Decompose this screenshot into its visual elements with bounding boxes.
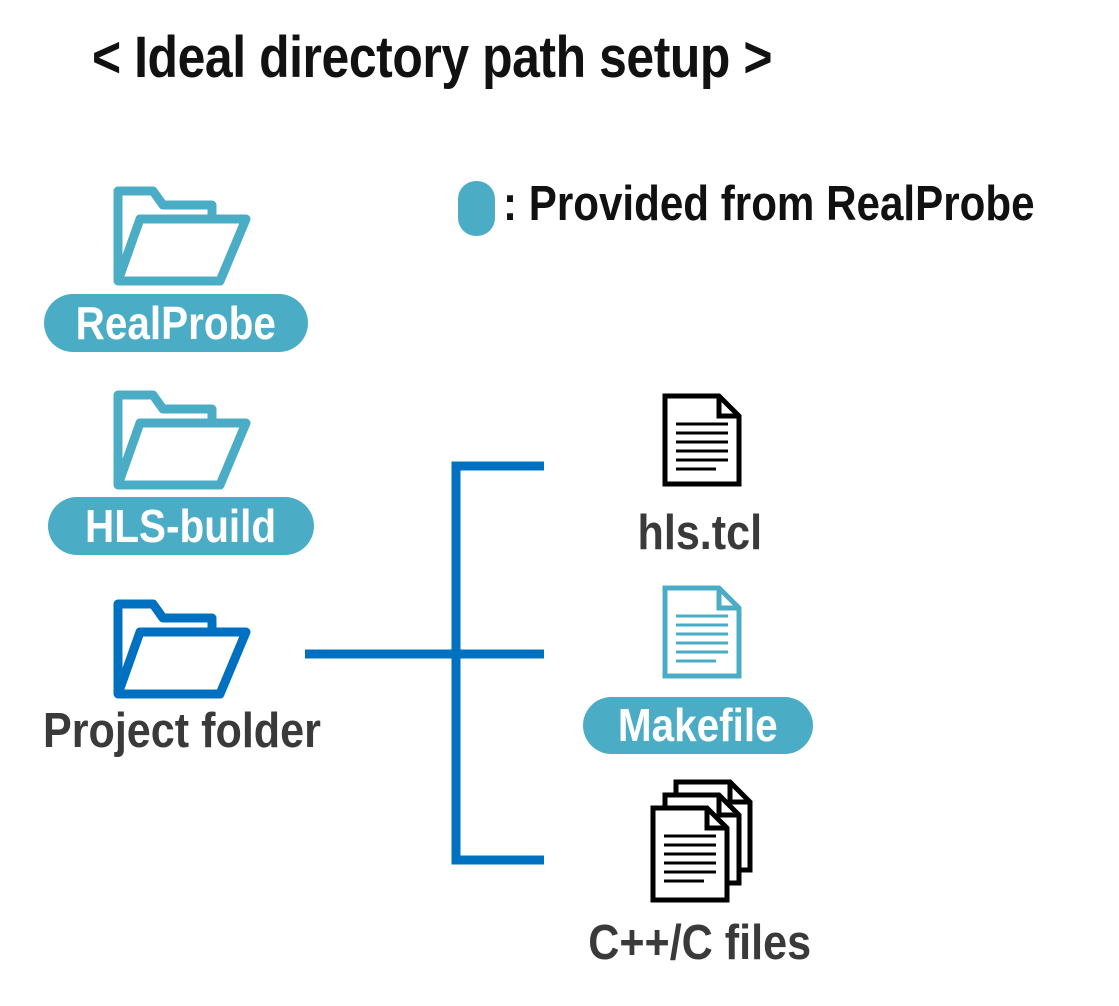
folder-icon <box>113 390 251 490</box>
legend-swatch <box>458 181 495 236</box>
folder-icon <box>113 186 251 286</box>
legend-text: : Provided from RealProbe <box>503 177 1035 231</box>
file-label-makefile: Makefile <box>583 697 813 754</box>
folder-icon <box>113 599 251 699</box>
file-label-hls-tcl: hls.tcl <box>637 506 763 560</box>
connector-branch-line <box>451 461 544 865</box>
folder-label-hls-build: HLS-build <box>48 497 314 555</box>
page-title: < Ideal directory path setup > <box>92 25 773 90</box>
file-label-c-files: C++/C files <box>588 916 812 970</box>
document-icon <box>662 393 742 487</box>
document-icon <box>662 585 742 679</box>
multiple-documents-icon <box>650 779 753 903</box>
folder-label-realprobe: RealProbe <box>44 294 308 352</box>
folder-label-project: Project folder <box>42 704 321 758</box>
